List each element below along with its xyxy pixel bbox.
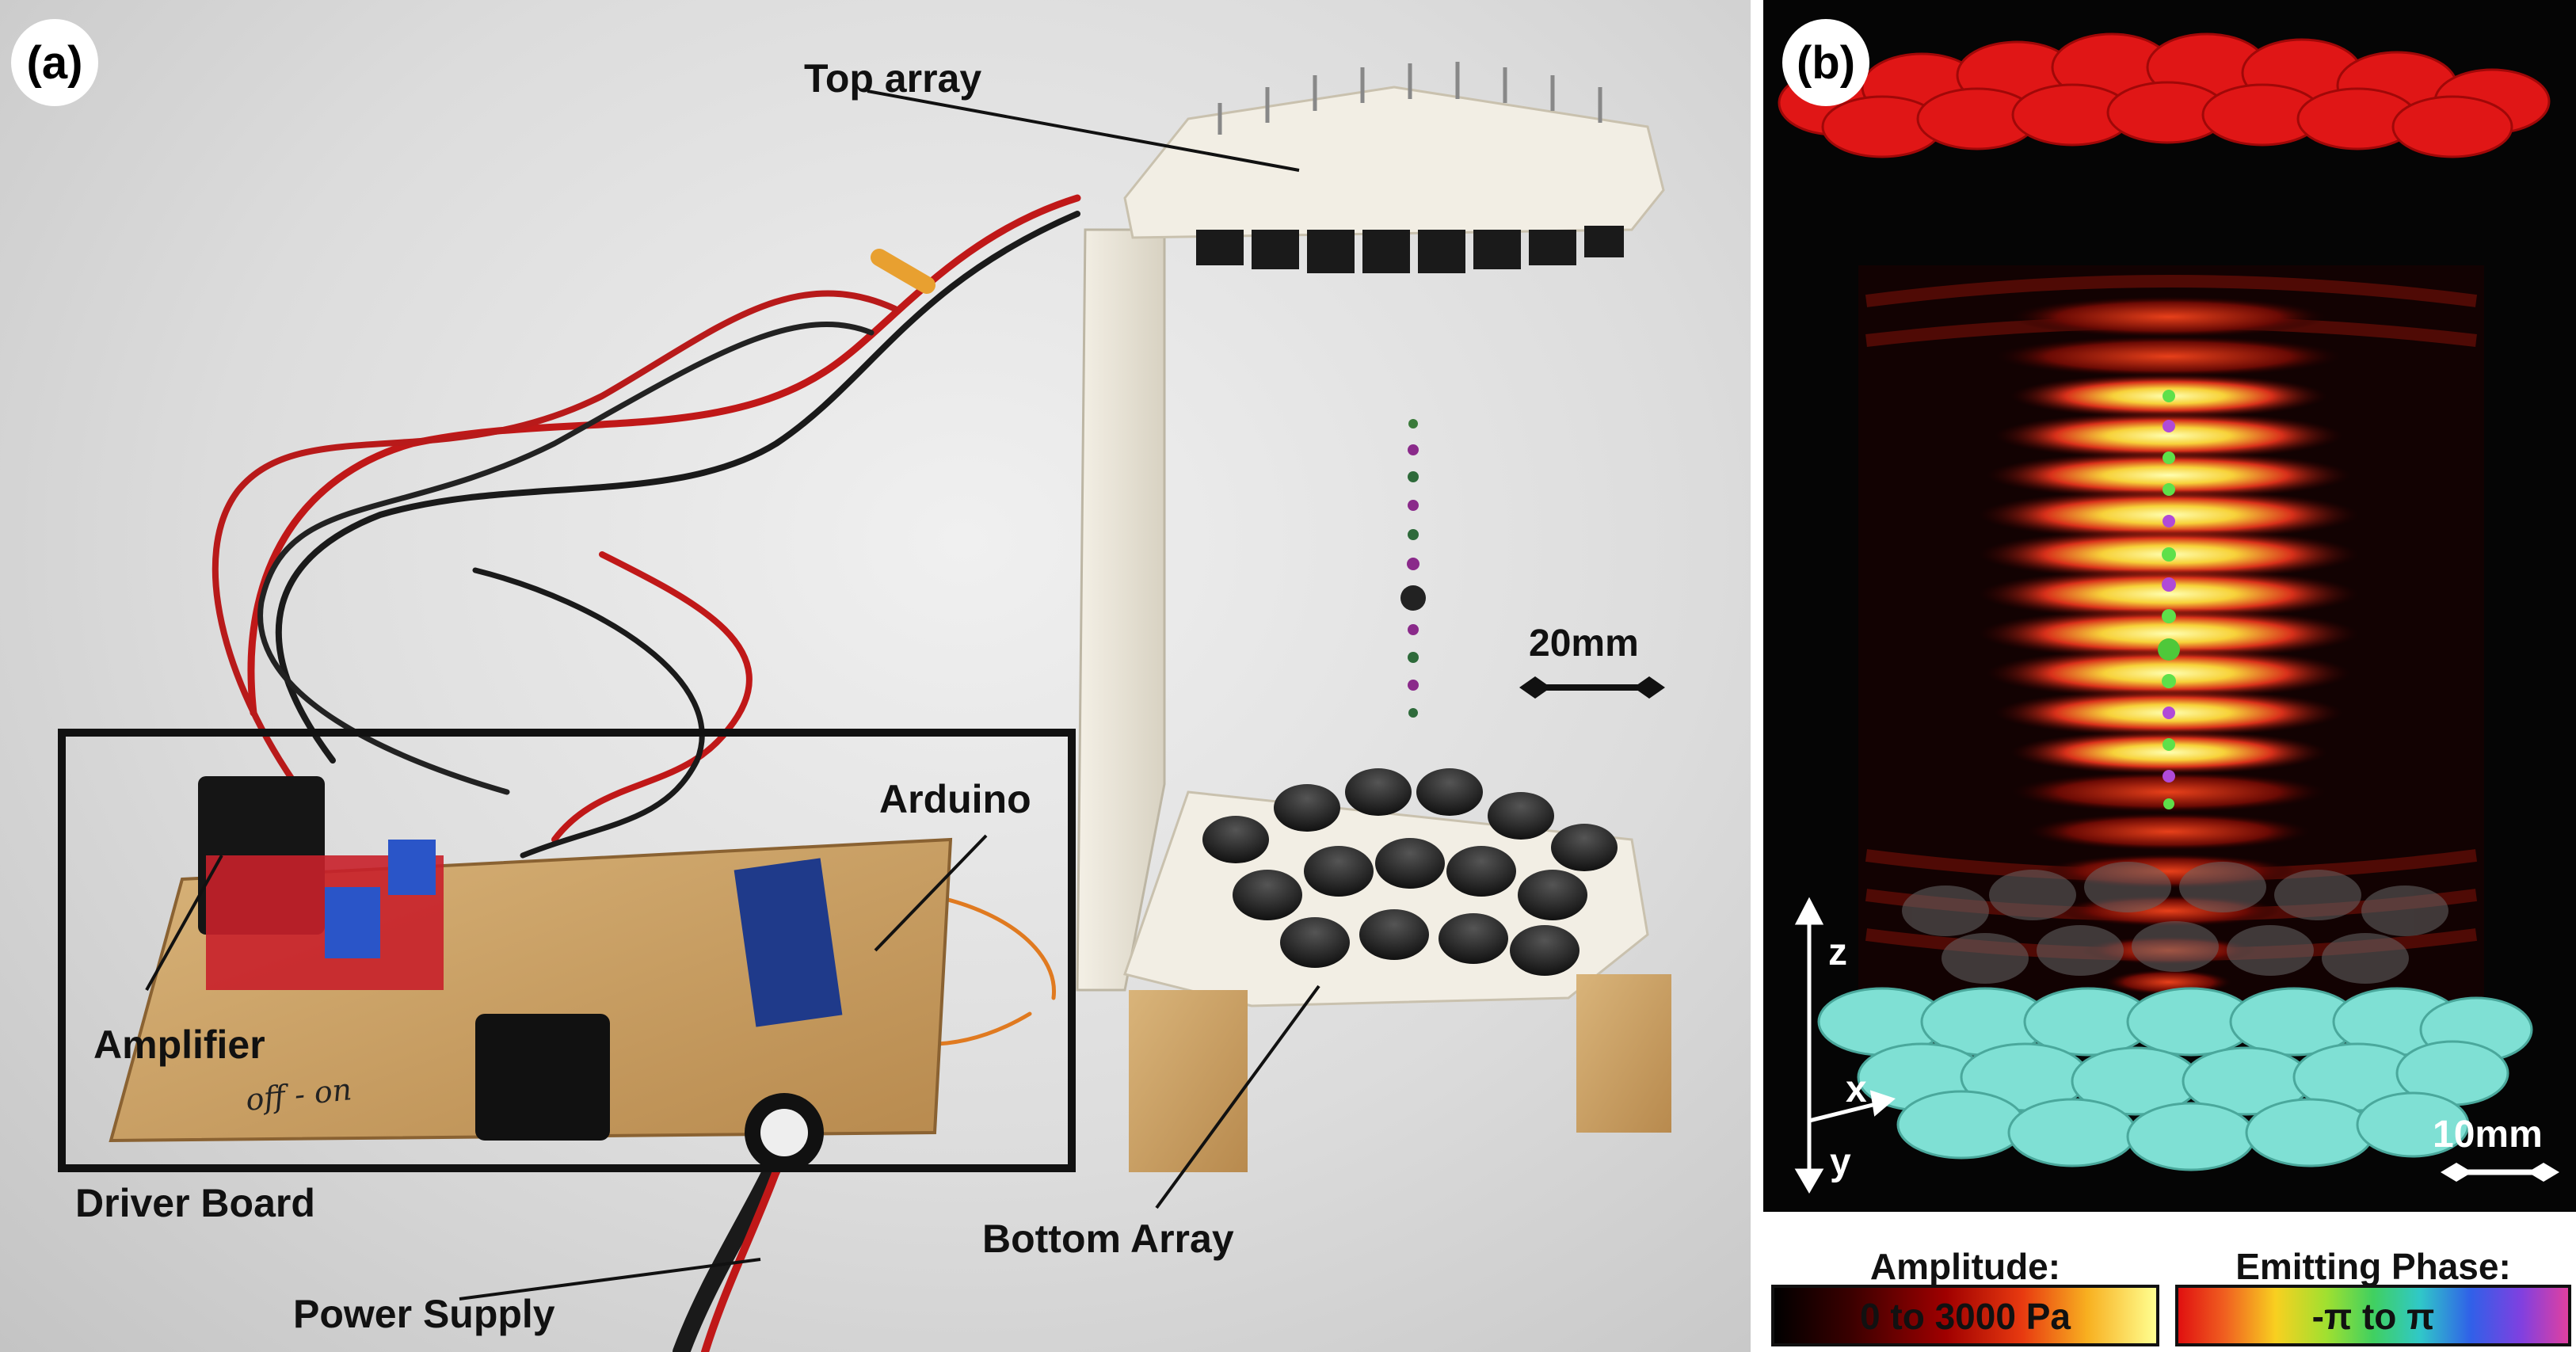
sim-top-array (1778, 32, 2551, 158)
axis-label-y: y (1830, 1141, 1851, 1183)
sim-bottom-array (1817, 987, 2533, 1171)
amplitude-colorbar-range: 0 to 3000 Pa (1860, 1296, 2071, 1337)
stand-leg-right (1576, 974, 1671, 1133)
phase-colorbar-title: Emitting Phase: (2235, 1246, 2511, 1287)
array-stand (1076, 228, 1166, 992)
particle-markers (2158, 390, 2180, 809)
callout-power-supply: Power Supply (293, 1292, 555, 1336)
panel-label-a: (a) (11, 19, 98, 106)
stand-leg-left (1129, 990, 1248, 1172)
callout-amplifier: Amplifier (93, 1023, 265, 1067)
scale-bar-10mm (2441, 1163, 2559, 1182)
panel-label-b: (b) (1782, 19, 1869, 106)
sim-bottom-array-ghost (1902, 862, 2448, 984)
amplitude-colorbar (1771, 1285, 2159, 1346)
top-array-pins (1218, 62, 1602, 135)
scale-bar-label-10mm: 10mm (2433, 1114, 2543, 1156)
phase-colorbar (2175, 1285, 2571, 1346)
device-photo-illustration (58, 62, 1671, 1352)
top-array-plate (1123, 86, 1665, 239)
arduino-board (734, 858, 843, 1027)
bottom-array-transducers (1202, 768, 1618, 976)
axis-label-x: x (1846, 1068, 1867, 1110)
callout-lines (145, 89, 1320, 1301)
callout-arduino: Arduino (879, 777, 1031, 821)
phase-colorbar-range: -π to π (2311, 1296, 2435, 1337)
photo-panel: (a) Top array Arduino Amplifier Driver B… (0, 0, 1751, 1352)
axes-gizmo (1794, 897, 1896, 1194)
callout-driver-board: Driver Board (75, 1181, 315, 1225)
driver-board-box (58, 729, 1076, 1172)
amplitude-colorbar-title: Amplitude: (1869, 1246, 2061, 1287)
scale-bar-label-20mm: 20mm (1529, 623, 1639, 665)
scale-bar-20mm (1519, 676, 1665, 699)
power-switch (475, 1014, 610, 1141)
simulation-panel: (b) z x y 10mm (1763, 0, 2576, 1212)
wires (203, 194, 1081, 1352)
callout-bottom-array: Bottom Array (982, 1217, 1234, 1261)
top-array-transducers (1196, 226, 1624, 273)
acoustic-field-simulation (1778, 32, 2559, 1194)
callout-top-array: Top array (804, 56, 982, 101)
axis-label-z: z (1828, 931, 1847, 973)
levitated-particles (1400, 419, 1426, 718)
